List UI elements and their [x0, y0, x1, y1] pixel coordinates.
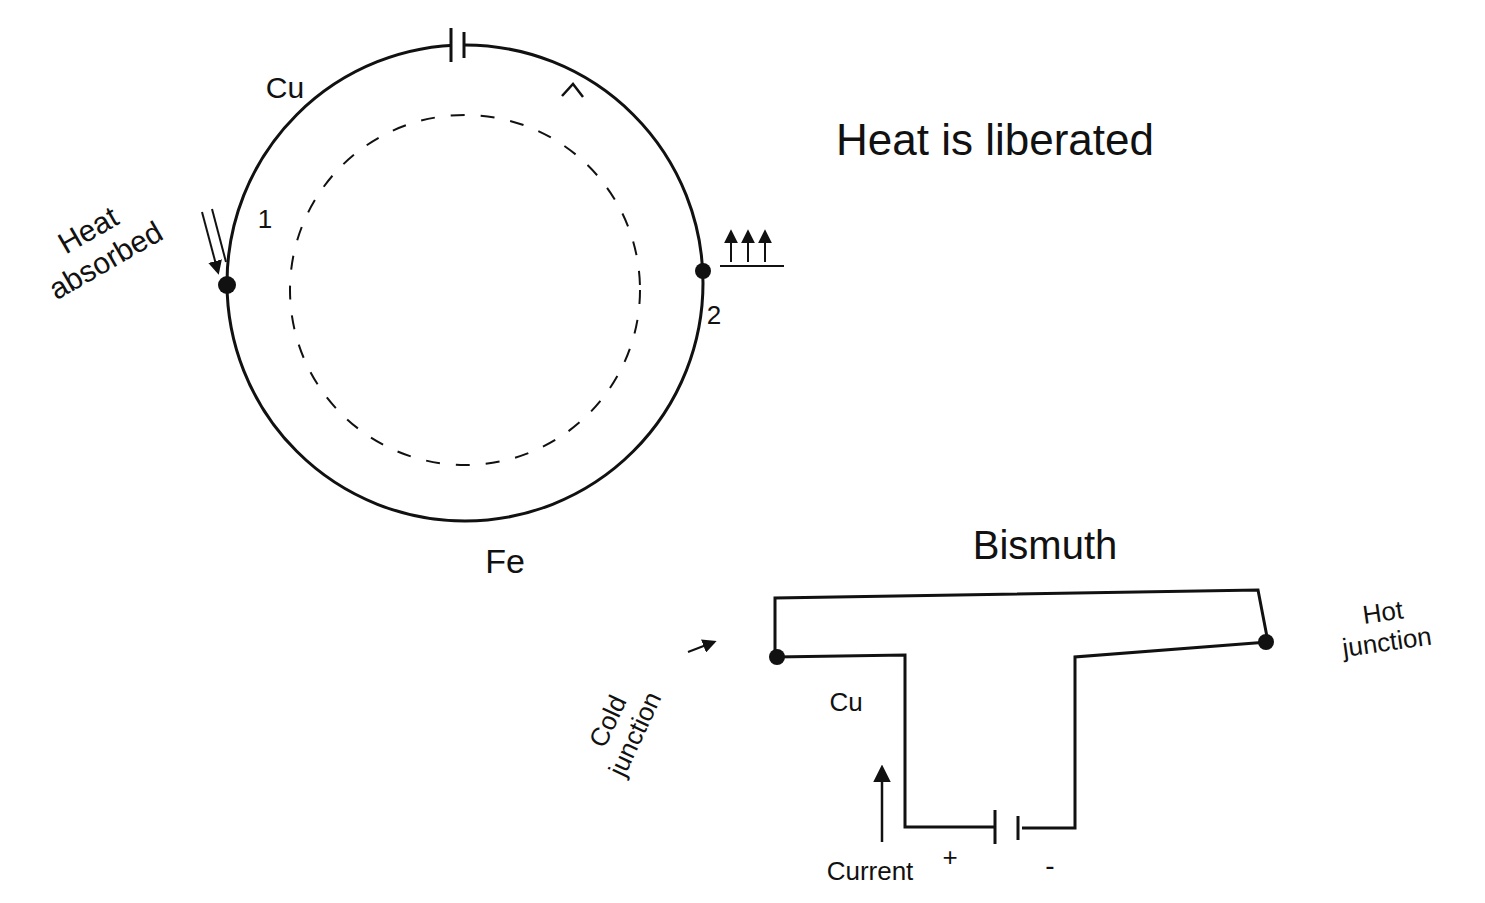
junction-number: 1 [258, 205, 272, 235]
terminal-sign: - [1045, 850, 1054, 882]
heat-arrow [764, 232, 766, 262]
cell-plate [450, 28, 453, 62]
label-holder: Cu [266, 71, 304, 106]
label-holder: Heat absorbed [6, 173, 188, 318]
label-holder: + [942, 843, 957, 873]
conductor-loop [227, 45, 703, 521]
label-holder: Cu [829, 688, 862, 718]
cell-plate [463, 32, 466, 58]
label-holder: 2 [707, 301, 721, 331]
junction-label: Hot junction [1321, 590, 1448, 666]
material-label: Cu [266, 71, 304, 106]
underline [720, 265, 784, 267]
cell-plate [994, 810, 997, 844]
label-holder: Current [827, 857, 914, 887]
heat-arrow [212, 209, 226, 262]
heat-arrow [730, 232, 732, 262]
current-arrow [881, 768, 884, 842]
junction-dot [218, 276, 236, 294]
cell-plate [1017, 816, 1020, 840]
label-holder: Bismuth [973, 522, 1118, 568]
label-holder: Fe [485, 542, 525, 581]
current-label: Current [827, 857, 914, 887]
junction-label: Cold junction [570, 661, 675, 795]
label-holder: Hot junction [1321, 590, 1448, 666]
leader-arrow [688, 642, 714, 652]
terminal-sign: + [942, 843, 957, 873]
label-holder: - [1045, 850, 1054, 882]
material-label: Fe [485, 542, 525, 581]
copper-wire [1022, 642, 1268, 828]
copper-wire [775, 655, 994, 827]
heat-label: Heat is liberated [836, 115, 1154, 166]
current-path [290, 115, 640, 465]
material-label: Cu [829, 688, 862, 718]
heat-arrow [747, 232, 749, 262]
material-label: Bismuth [973, 522, 1118, 568]
junction-dot [695, 263, 711, 279]
heat-label: Heat absorbed [6, 173, 188, 318]
junction-dot [769, 649, 785, 665]
junction-dot [1258, 634, 1274, 650]
label-holder: 1 [258, 205, 272, 235]
label-holder: Heat is liberated [836, 115, 1154, 166]
label-holder: Cold junction [570, 661, 675, 795]
junction-number: 2 [707, 301, 721, 331]
direction-arrow [562, 84, 583, 97]
